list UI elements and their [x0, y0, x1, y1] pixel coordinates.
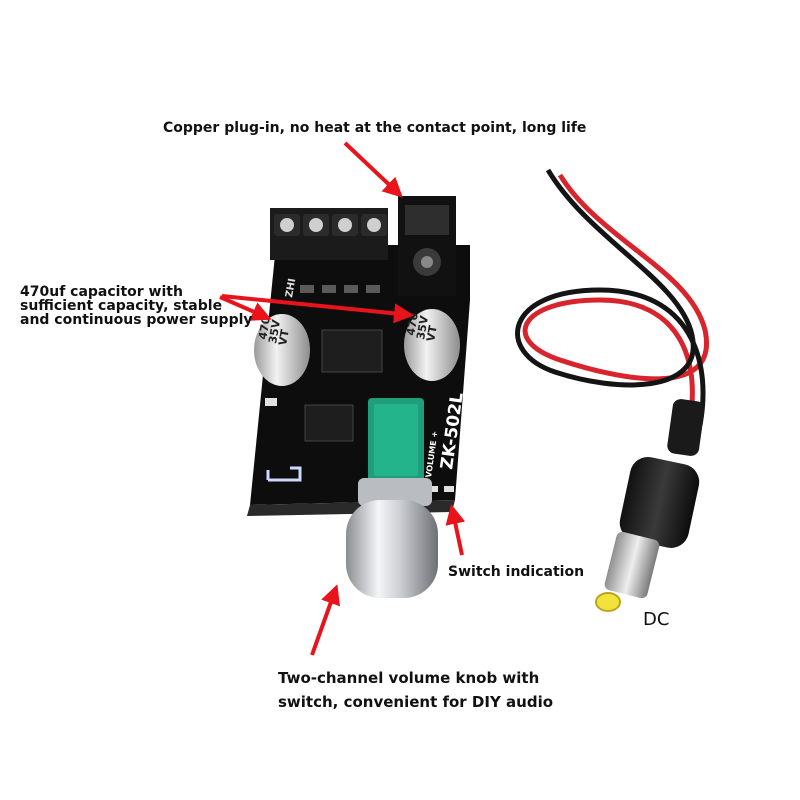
callout-copper: Copper plug-in, no heat at the contact p… — [163, 120, 587, 136]
annotation-arrows — [219, 141, 466, 656]
callout-dc: DC — [643, 609, 670, 630]
arrow-copper — [343, 141, 403, 198]
cap-left-text-3: VT — [276, 328, 292, 347]
arrow-switch — [445, 504, 466, 556]
callout-knob-line-2: switch, convenient for DIY audio — [278, 693, 554, 711]
callout-switch: Switch indication — [448, 564, 585, 580]
amplifier-board: 470 35V VT 470 35V VT ZHI ZK-502L VOLUME… — [247, 196, 470, 598]
dc-cable — [515, 168, 709, 612]
arrow-capacitor-right — [221, 294, 414, 324]
cap-left-text-1: 470 — [256, 315, 273, 340]
callout-capacitor-line-2: sufficient capacity, stable — [20, 298, 223, 314]
cap-right-text-3: VT — [424, 324, 440, 343]
logo-icon — [266, 466, 302, 482]
arrow-capacitor-left — [219, 295, 272, 321]
callout-knob-line-1: Two-channel volume knob with — [278, 669, 540, 687]
callout-capacitor-line-3: and continuous power supply — [20, 312, 253, 328]
callout-capacitor-line-1: 470uf capacitor with — [20, 284, 183, 300]
arrow-knob — [310, 584, 341, 656]
board-brand: ZHI — [284, 278, 298, 299]
cap-left-text-2: 35V — [266, 318, 283, 344]
cap-right-text-2: 35V — [414, 314, 431, 340]
